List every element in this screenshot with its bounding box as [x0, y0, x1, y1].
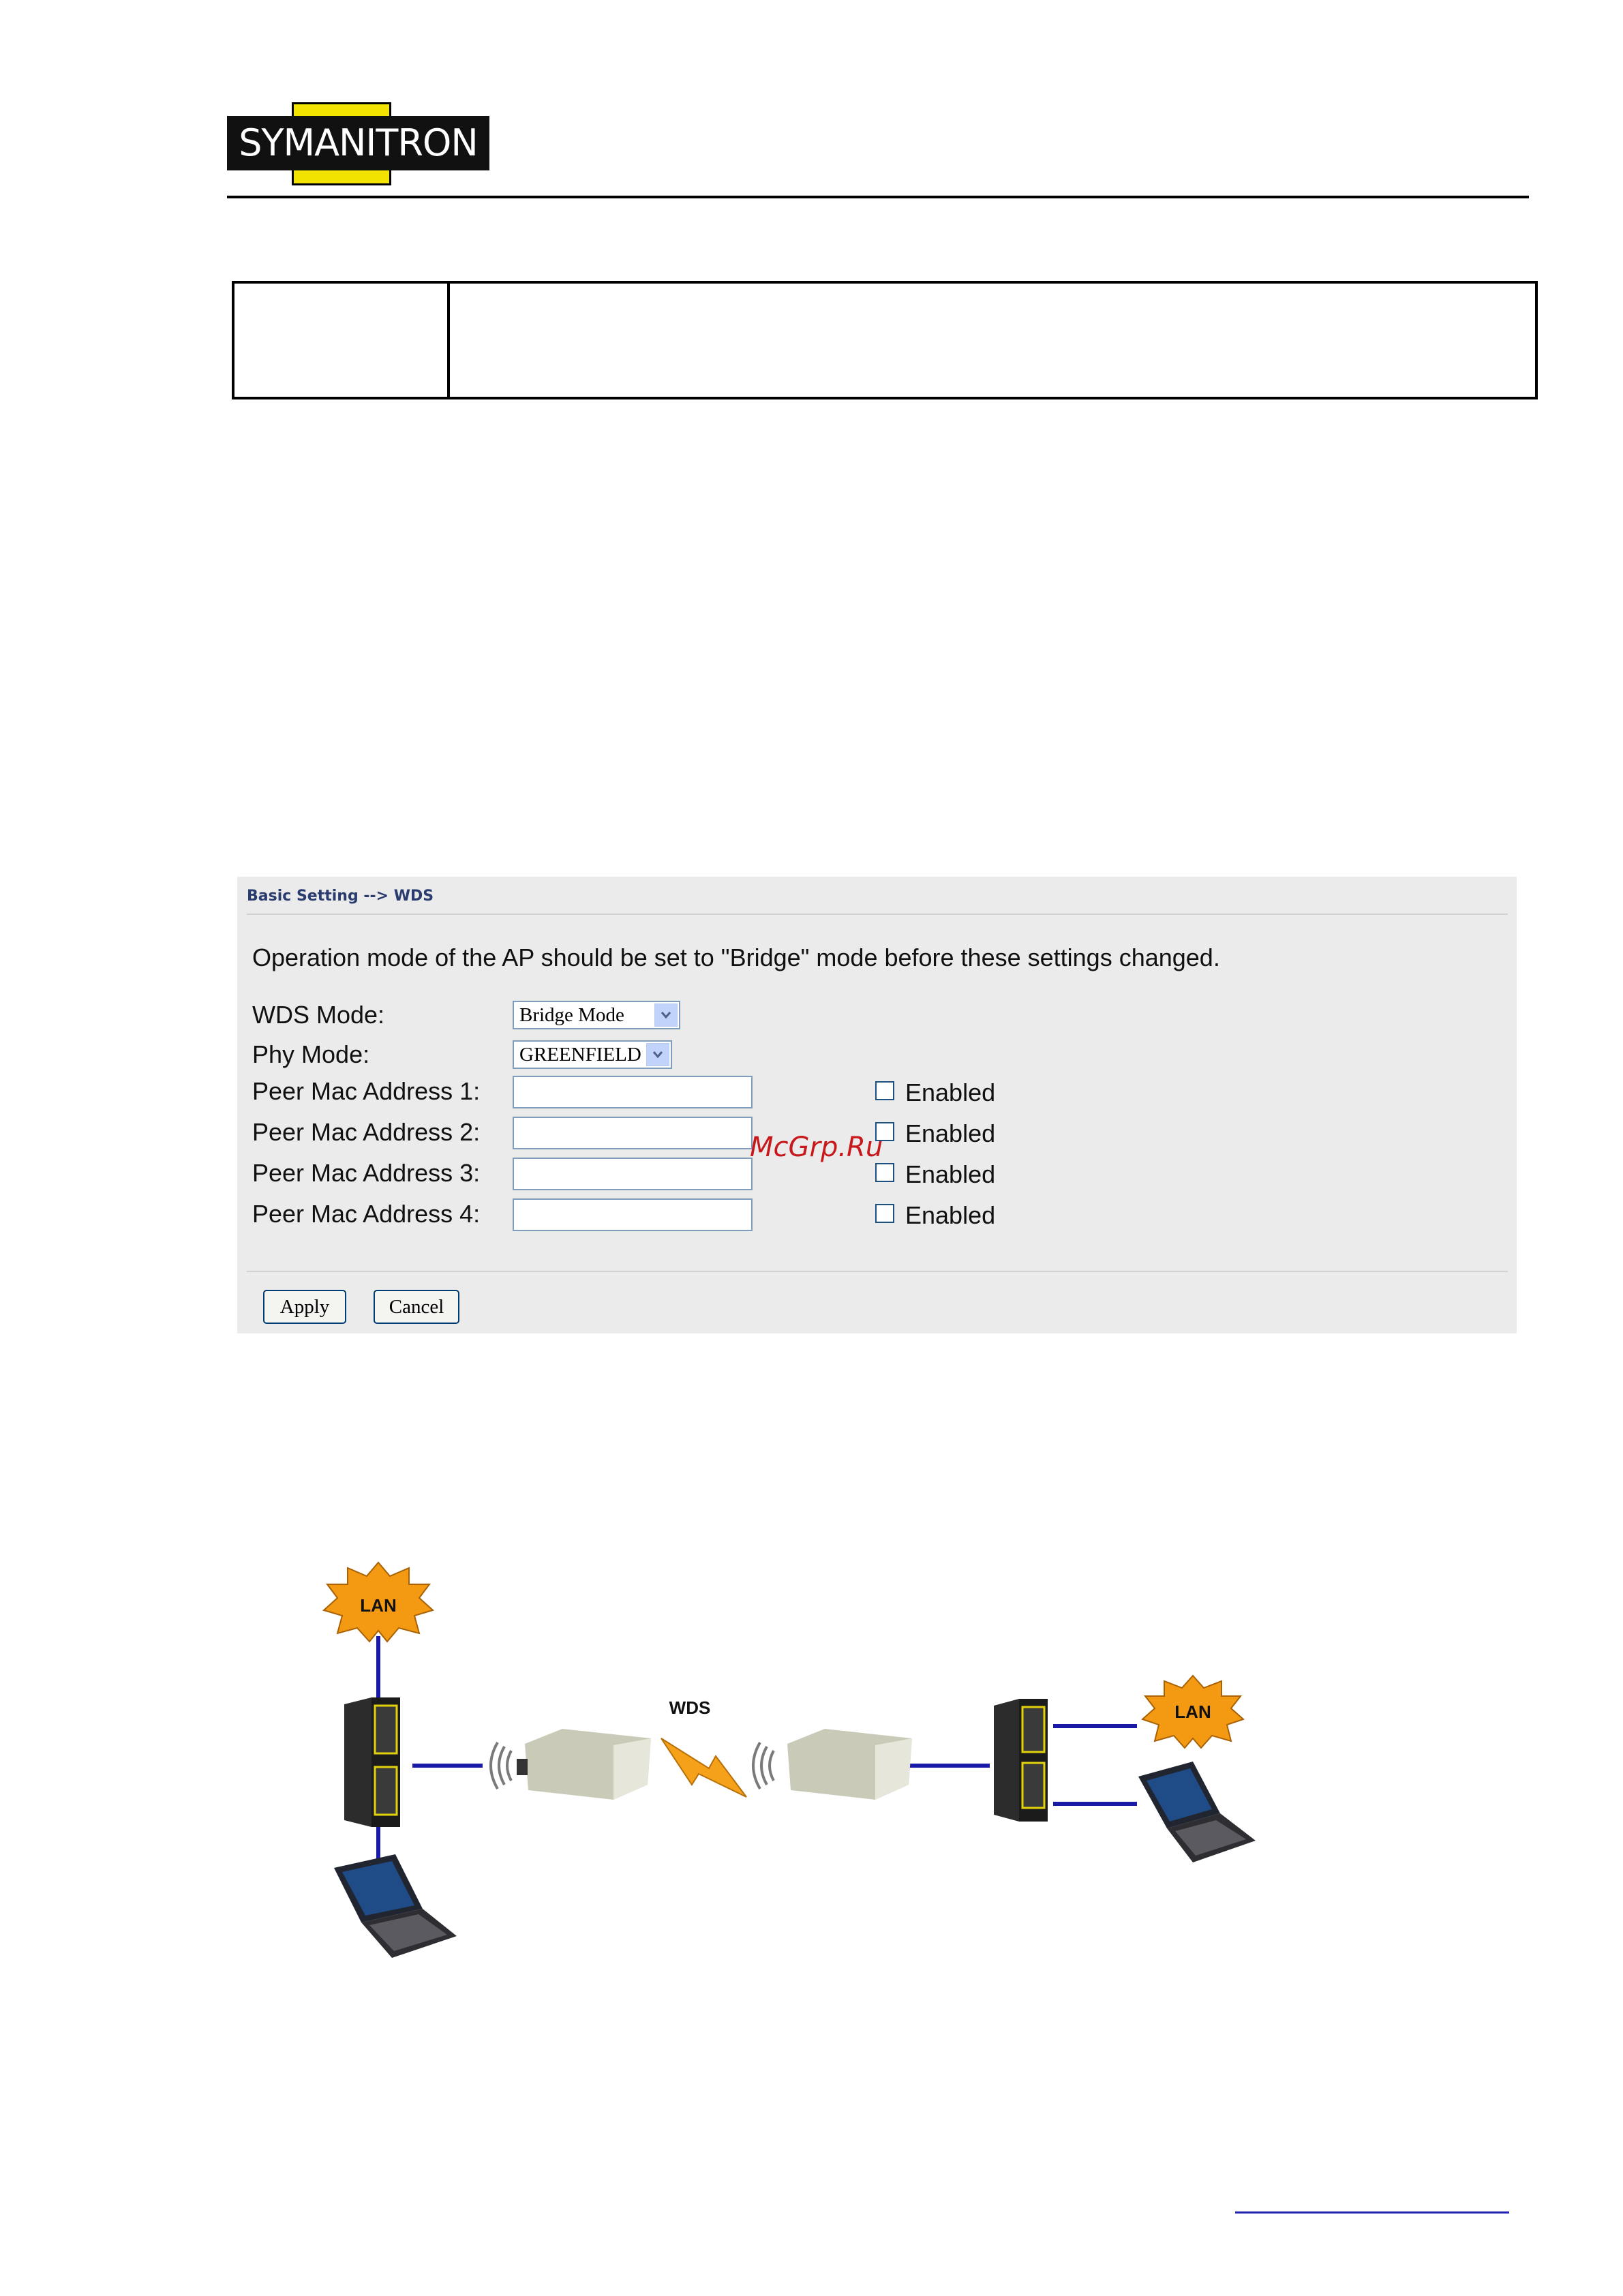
lan-cloud-icon: LAN [322, 1561, 434, 1643]
wds-mode-select[interactable]: Bridge Mode [513, 1001, 680, 1029]
laptop-icon [1138, 1762, 1256, 1862]
phy-mode-value: GREENFIELD [519, 1044, 641, 1066]
peer-enabled-label-1: Enabled [905, 1078, 996, 1106]
apply-button[interactable]: Apply [263, 1290, 346, 1324]
access-point-icon [517, 1729, 651, 1800]
wds-mode-label: WDS Mode: [252, 1001, 385, 1029]
panel-divider-bottom [247, 1271, 1508, 1272]
cancel-button[interactable]: Cancel [374, 1290, 459, 1324]
access-point-icon [787, 1729, 912, 1800]
peer-enabled-label-4: Enabled [905, 1201, 996, 1229]
laptop-icon [334, 1854, 457, 1958]
peer-mac-input-1[interactable] [513, 1076, 753, 1108]
breadcrumb: Basic Setting --> WDS [247, 888, 434, 905]
industrial-switch-icon [994, 1699, 1048, 1822]
header-rule [227, 196, 1529, 198]
chevron-down-icon[interactable] [654, 1003, 678, 1027]
peer-enabled-checkbox-1[interactable] [875, 1081, 894, 1100]
watermark: McGrp.Ru [750, 1132, 883, 1163]
peer-mac-label-2: Peer Mac Address 2: [252, 1118, 481, 1146]
wds-network-diagram: LAN WD [307, 1554, 1275, 1977]
logo-black-bar [227, 116, 489, 170]
peer-mac-label-3: Peer Mac Address 3: [252, 1159, 481, 1187]
footer-link-underline [1235, 2211, 1509, 2214]
symanitron-logo: SYMANITRON [227, 102, 489, 185]
peer-mac-input-3[interactable] [513, 1158, 753, 1190]
wireless-signal-icon [489, 1741, 513, 1790]
logo-text: SYMANITRON [239, 121, 479, 164]
peer-enabled-checkbox-2[interactable] [875, 1122, 894, 1141]
peer-enabled-label-3: Enabled [905, 1160, 996, 1188]
peer-enabled-checkbox-4[interactable] [875, 1204, 894, 1223]
diagram-canvas: LAN WD [322, 1561, 1256, 1958]
phy-mode-select[interactable]: GREENFIELD [513, 1040, 672, 1069]
phy-mode-label: Phy Mode: [252, 1040, 370, 1068]
industrial-switch-icon [344, 1697, 400, 1827]
wds-settings-panel: Basic Setting --> WDS Operation mode of … [237, 877, 1517, 1333]
wireless-signal-icon [752, 1741, 775, 1790]
peer-mac-label-1: Peer Mac Address 1: [252, 1077, 481, 1105]
table-column-divider [447, 284, 450, 397]
peer-mac-label-4: Peer Mac Address 4: [252, 1200, 481, 1228]
peer-mac-input-2[interactable] [513, 1117, 753, 1149]
lightning-bolt-icon [661, 1738, 747, 1798]
peer-enabled-checkbox-3[interactable] [875, 1163, 894, 1182]
wds-link-label: WDS [669, 1697, 711, 1718]
bridge-mode-notice: Operation mode of the AP should be set t… [252, 943, 1220, 971]
left-lan-label: LAN [360, 1595, 396, 1616]
lan-cloud-icon: LAN [1141, 1674, 1245, 1749]
peer-enabled-label-2: Enabled [905, 1119, 996, 1147]
panel-divider-top [247, 913, 1508, 915]
wds-mode-value: Bridge Mode [519, 1004, 624, 1026]
peer-mac-input-4[interactable] [513, 1198, 753, 1231]
chevron-down-icon[interactable] [646, 1043, 669, 1066]
right-lan-label: LAN [1174, 1702, 1211, 1722]
empty-table [232, 281, 1538, 399]
